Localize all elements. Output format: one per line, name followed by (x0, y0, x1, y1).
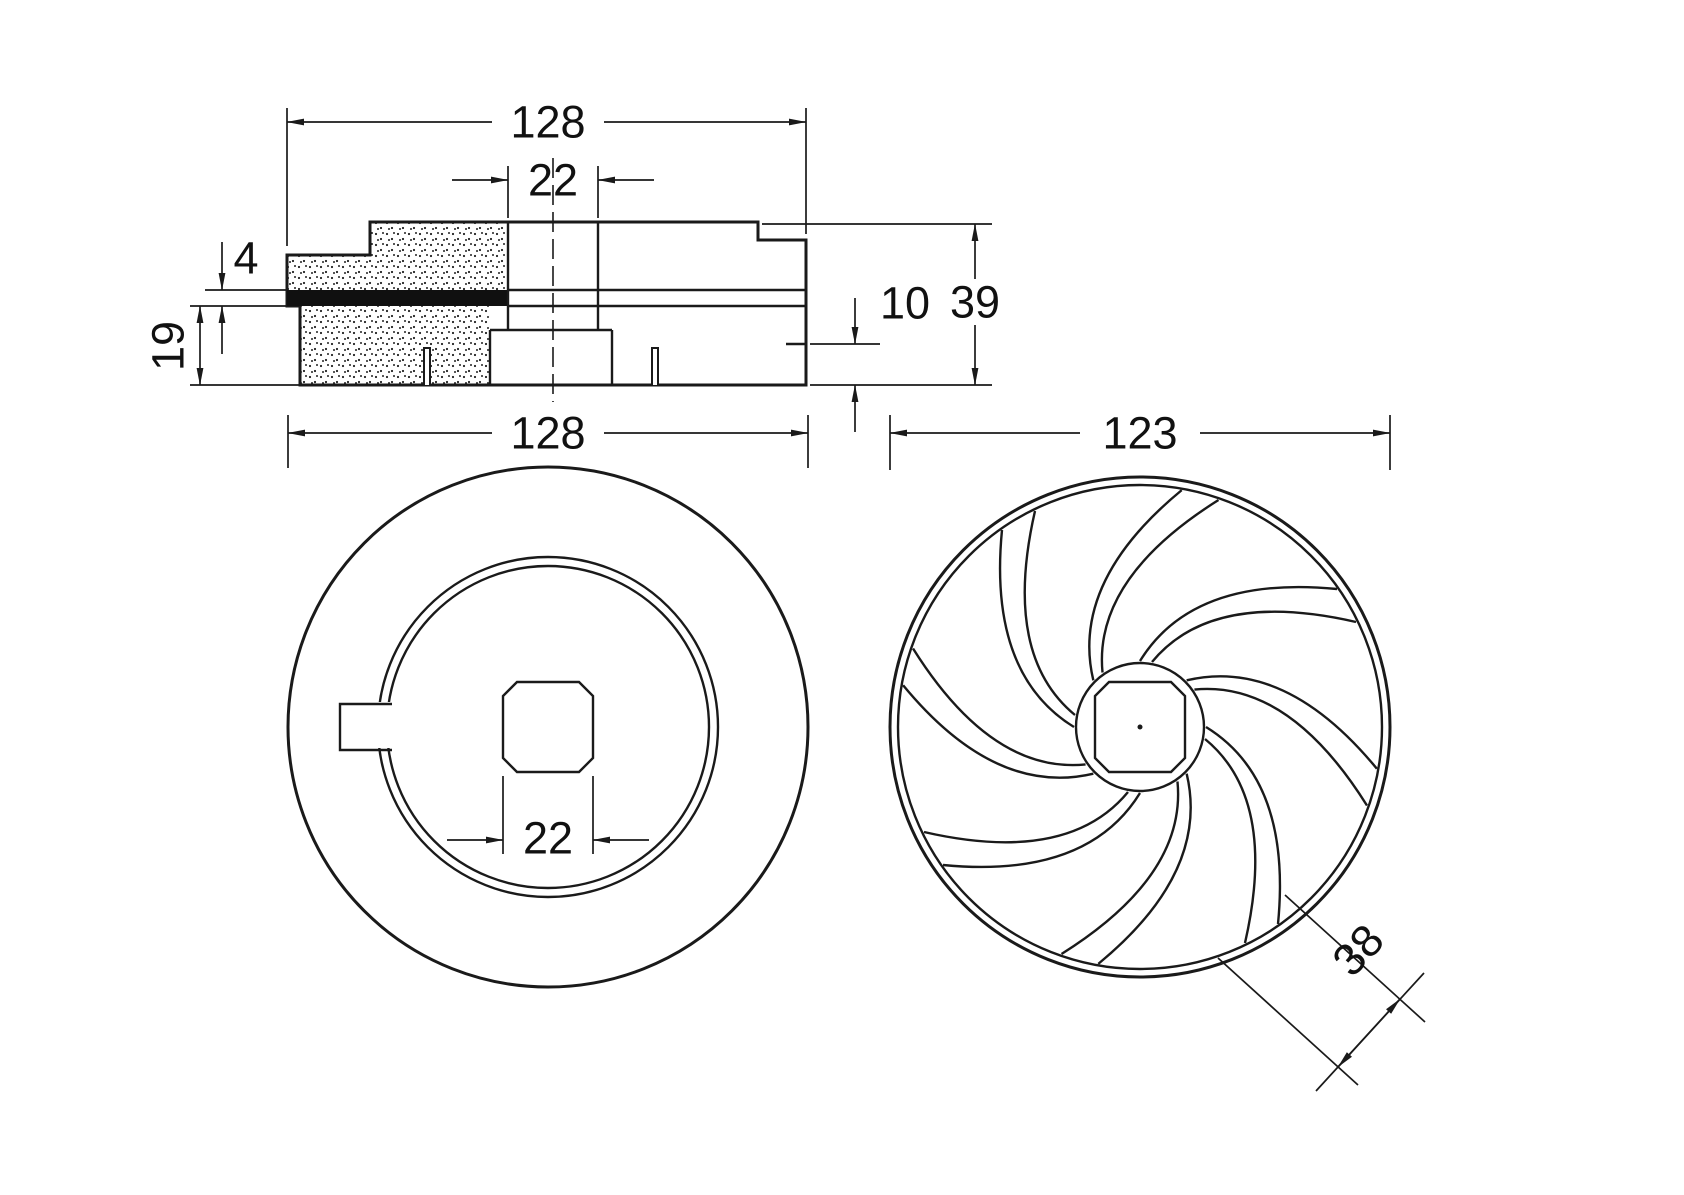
dim-vane-width-label: 38 (1322, 914, 1393, 985)
extension-line (1284, 894, 1426, 1023)
dimension-back-diameter: 123 (889, 408, 1391, 470)
front-view: 128 22 (286, 408, 810, 989)
relief-slit-right (651, 347, 659, 385)
fan-vane (1204, 725, 1282, 944)
dimension-front-diameter: 128 (287, 408, 809, 468)
section-view: 128 22 4 19 10 (143, 97, 1006, 432)
dimension-rim-step: 10 (810, 278, 930, 432)
dimension-abrasive-thickness: 4 (190, 233, 287, 354)
drive-notch (338, 702, 392, 752)
dim-lower-height-label: 19 (143, 321, 194, 371)
back-hub-circle (1074, 661, 1206, 793)
front-outer-circle (286, 465, 810, 989)
extension-line (1217, 957, 1359, 1086)
fan-vane (1088, 489, 1220, 681)
dim-abrasive-thickness-label: 4 (233, 233, 258, 284)
back-outer-circle (888, 475, 1392, 979)
dim-front-diameter-label: 128 (510, 408, 585, 459)
dimension-section-bore: 22 (452, 155, 654, 218)
dim-back-diameter-label: 123 (1102, 408, 1177, 459)
dimension-section-width: 128 (286, 97, 807, 246)
dimension-line (1337, 998, 1401, 1068)
fan-vane (1060, 773, 1192, 965)
dim-total-height-label: 39 (950, 277, 1000, 328)
label-backing (944, 279, 1006, 325)
back-rim-circle (896, 483, 1384, 971)
dim-section-bore-label: 22 (528, 155, 578, 206)
abrasive-hatch-upper (287, 222, 508, 290)
back-view: 123 38 (888, 408, 1426, 1092)
dim-front-bore-label: 22 (523, 813, 573, 864)
dimension-total-height: 39 (762, 223, 1006, 386)
fan-vane (1138, 585, 1357, 663)
dim-rim-step-label: 10 (880, 278, 930, 329)
fan-vane (902, 647, 1094, 779)
fan-vanes (902, 489, 1378, 965)
dim-section-width-label: 128 (510, 97, 585, 148)
dimension-lower-height: 19 (143, 305, 300, 386)
fan-vane (998, 510, 1076, 729)
relief-slit-left (423, 347, 431, 385)
back-arbor-square (1093, 680, 1187, 774)
abrasive-hatch-lower (300, 306, 490, 385)
front-arbor-square (501, 680, 595, 774)
fan-vane (1186, 675, 1378, 807)
center-mark (1137, 724, 1143, 730)
notch-backing (336, 702, 394, 748)
bond-layer-band (287, 290, 508, 306)
fan-vane (923, 791, 1142, 869)
dimension-front-bore: 22 (447, 776, 649, 864)
